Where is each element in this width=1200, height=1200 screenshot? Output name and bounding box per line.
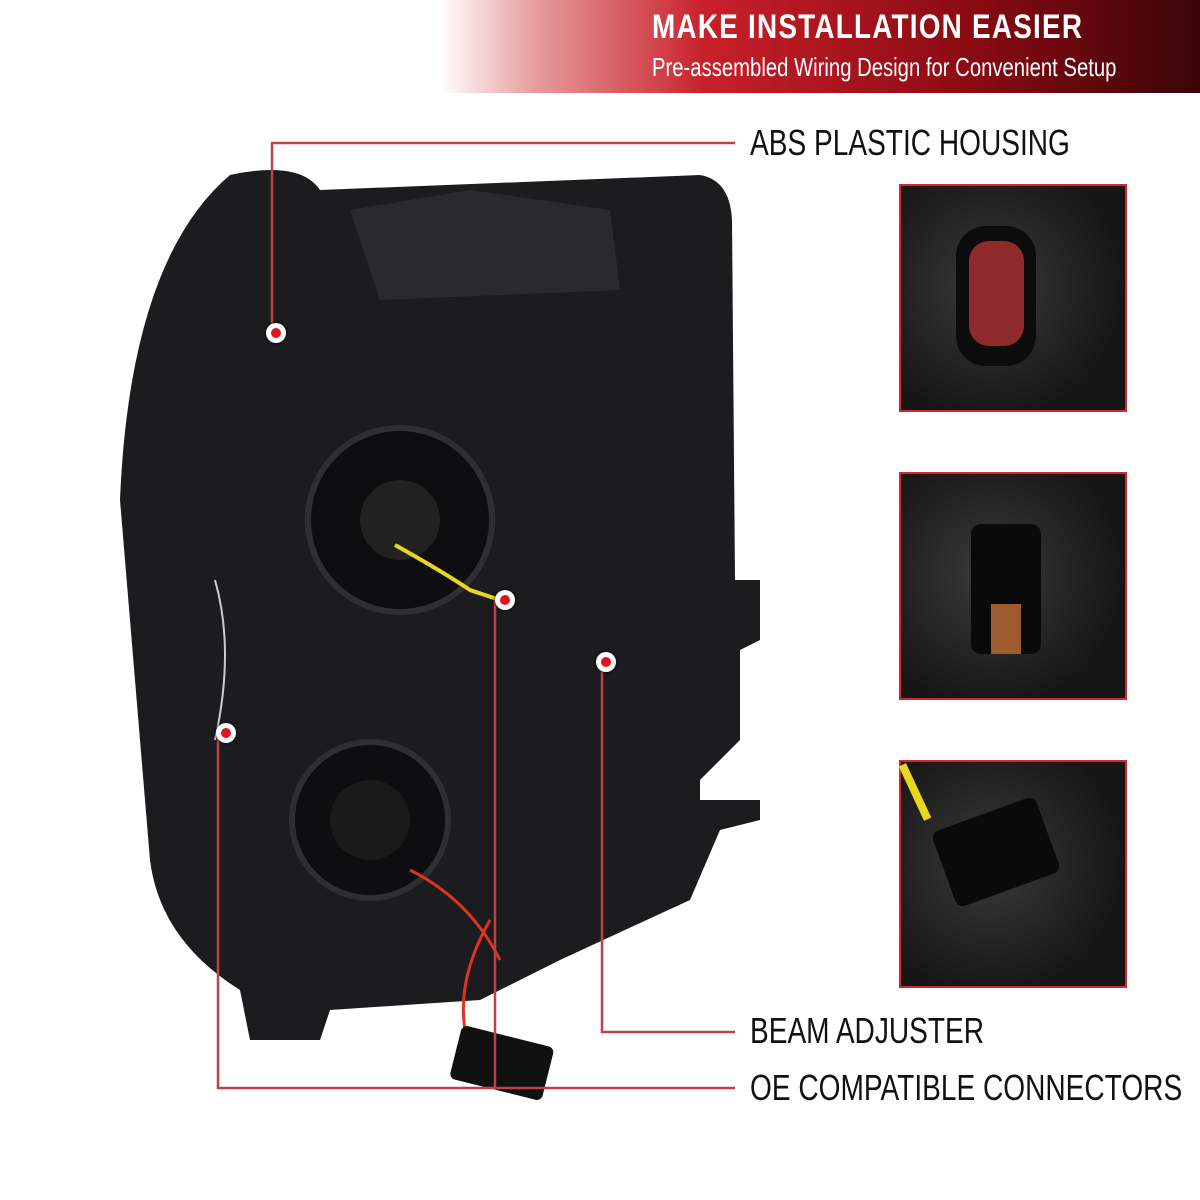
yellow-wire: [394, 543, 501, 602]
connector-plug: [450, 1026, 554, 1100]
marker-connector-2: [216, 723, 236, 743]
header-banner: [440, 0, 1200, 93]
inset-yellow-wire-connector-photo: [898, 760, 1127, 988]
inset-connector-photo: [899, 184, 1127, 412]
marker-housing: [266, 323, 286, 343]
banner-title: MAKE INSTALLATION EASIER: [652, 8, 1084, 46]
callout-housing: ABS PLASTIC HOUSING: [750, 122, 1070, 163]
inset-bulb-socket-photo: [899, 472, 1127, 700]
housing-ridge: [350, 190, 620, 300]
callout-beam-adjuster: BEAM ADJUSTER: [750, 1010, 985, 1051]
leader-lines: [216, 141, 735, 1090]
callout-connectors: OE COMPATIBLE CONNECTORS: [750, 1067, 1183, 1108]
marker-beam-adjuster: [596, 652, 616, 672]
marker-connector-1: [495, 590, 515, 610]
grey-wire: [214, 579, 226, 741]
banner-subtitle: Pre-assembled Wiring Design for Convenie…: [652, 52, 1117, 82]
